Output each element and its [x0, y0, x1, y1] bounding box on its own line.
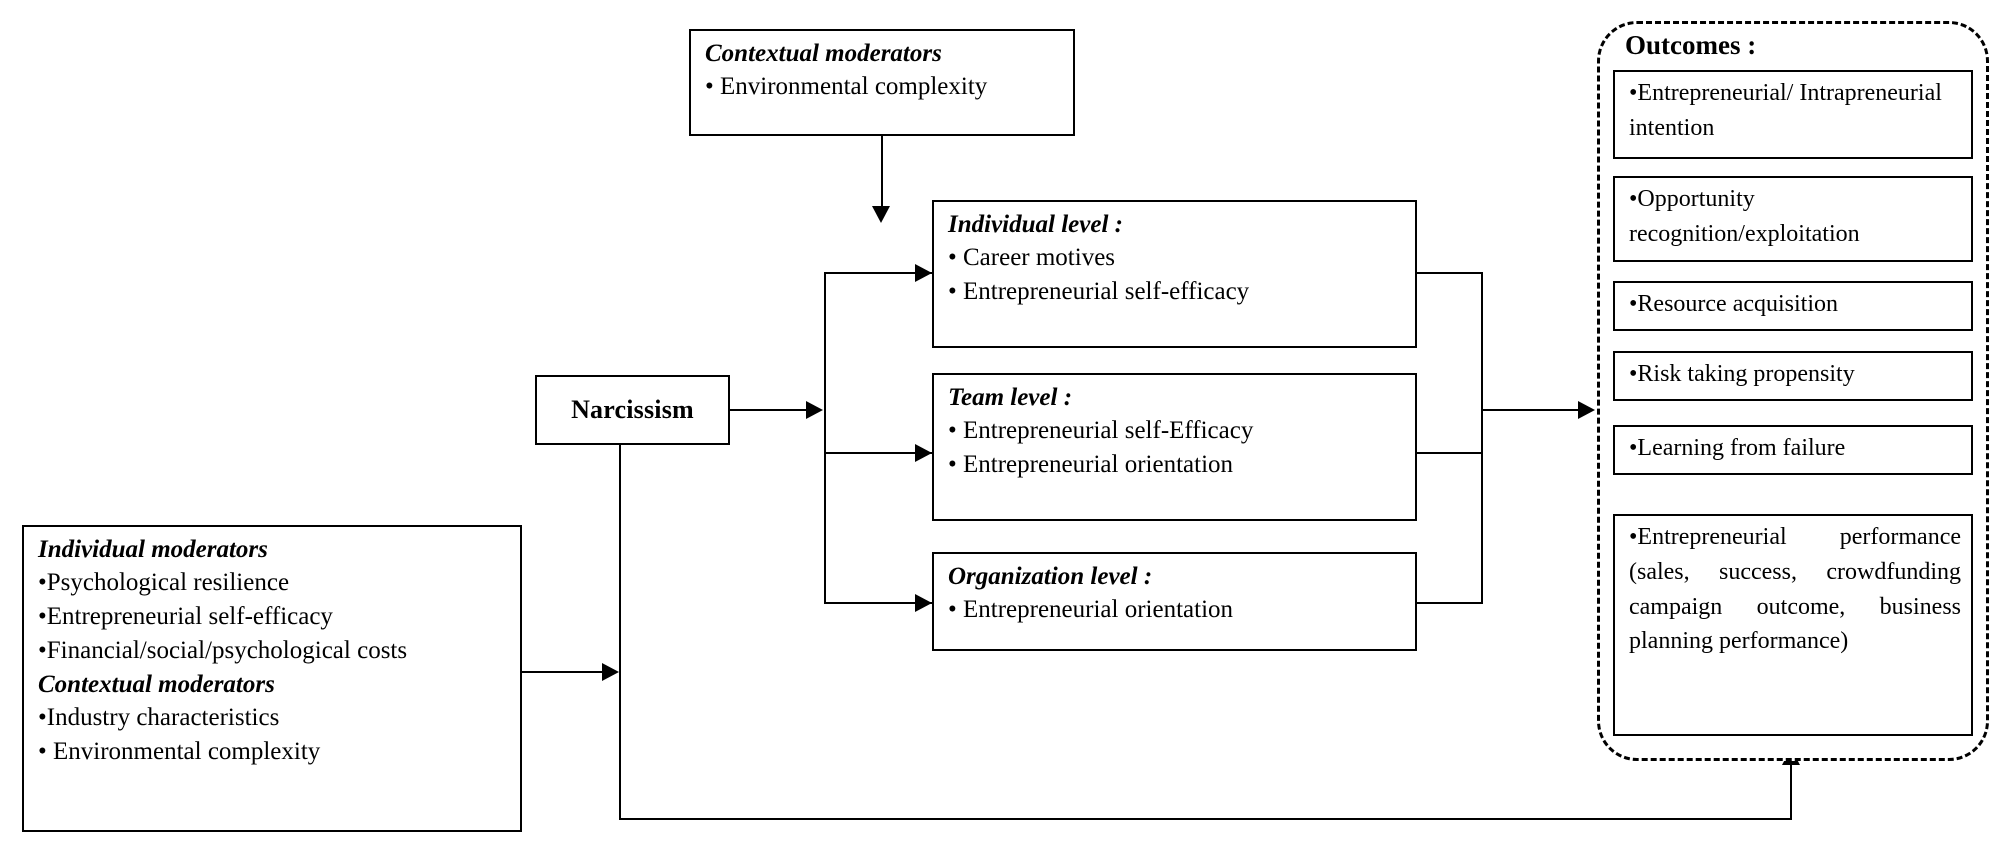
arrowhead-contextual-to-individual [872, 206, 890, 223]
connector-individual-to-merge [1417, 272, 1483, 274]
contextual-moderators-top-heading: Contextual moderators [705, 40, 942, 67]
connector-merge-bus [1481, 272, 1483, 604]
outcome-box-risk-taking-propensity: •Risk taking propensity [1613, 351, 1973, 401]
outcome-box-opportunity-recognition: •Opportunity recognition/exploitation [1613, 176, 1973, 262]
outcome-box-entrepreneurial-intention: •Entrepreneurial/ Intrapreneurial intent… [1613, 70, 1973, 159]
arrowhead-moderators-to-narcissism-path [602, 663, 619, 681]
connector-team-to-merge [1417, 452, 1483, 454]
connector-narcissism-down [619, 445, 621, 820]
team-level-heading: Team level : [948, 384, 1073, 411]
individual-moderators-item-0: •Psychological resilience [38, 569, 290, 596]
connector-bottom-feedback-horizontal [619, 818, 1792, 820]
team-level-item-0: • Entrepreneurial self-Efficacy [948, 417, 1254, 444]
outcome-box-entrepreneurial-performance: •Entrepreneurial performance (sales, suc… [1613, 514, 1973, 736]
narcissism-label: Narcissism [571, 395, 694, 424]
individual-moderators-item-1: •Entrepreneurial self-efficacy [38, 603, 333, 630]
arrowhead-merge-to-outcomes [1578, 401, 1595, 419]
contextual-moderators-top-box: Contextual moderators • Environmental co… [689, 29, 1075, 136]
team-level-item-1: • Entrepreneurial orientation [948, 451, 1234, 478]
connector-organization-to-merge [1417, 602, 1483, 604]
arrowhead-bus-to-individual [915, 264, 932, 282]
contextual-moderators-left-item-1: • Environmental complexity [38, 738, 321, 765]
narcissism-box: Narcissism [535, 375, 730, 445]
connector-level-distribution-bus [824, 272, 826, 604]
arrowhead-bus-to-organization [915, 594, 932, 612]
individual-level-box: Individual level : • Career motives • En… [932, 200, 1417, 348]
individual-level-heading: Individual level : [948, 211, 1123, 238]
individual-moderators-heading: Individual moderators [38, 536, 268, 563]
arrowhead-bus-to-team [915, 444, 932, 462]
connector-narcissism-to-bus [730, 409, 812, 411]
contextual-moderators-left-heading: Contextual moderators [38, 671, 275, 698]
outcomes-title: Outcomes : [1625, 30, 1757, 60]
organization-level-item-0: • Entrepreneurial orientation [948, 596, 1234, 623]
connector-merge-to-outcomes [1481, 409, 1589, 411]
connector-bottom-feedback-up [1790, 762, 1792, 820]
team-level-box: Team level : • Entrepreneurial self-Effi… [932, 373, 1417, 521]
connector-contextual-to-individual-vertical [881, 136, 883, 210]
contextual-moderators-top-item-0: • Environmental complexity [705, 73, 988, 100]
connector-bus-to-organization [824, 602, 934, 604]
connector-moderators-to-narcissism-path [522, 671, 608, 673]
left-moderators-box: Individual moderators •Psychological res… [22, 525, 522, 832]
outcome-box-resource-acquisition: •Resource acquisition [1613, 281, 1973, 331]
connector-bus-to-team [824, 452, 934, 454]
individual-level-item-0: • Career motives [948, 244, 1116, 271]
outcome-box-learning-from-failure: •Learning from failure [1613, 425, 1973, 475]
organization-level-box: Organization level : • Entrepreneurial o… [932, 552, 1417, 651]
individual-level-item-1: • Entrepreneurial self-efficacy [948, 278, 1250, 305]
connector-bus-to-individual [824, 272, 934, 274]
arrowhead-narcissism-to-bus [806, 401, 823, 419]
individual-moderators-item-2: •Financial/social/psychological costs [38, 637, 408, 664]
organization-level-heading: Organization level : [948, 563, 1153, 590]
contextual-moderators-left-item-0: •Industry characteristics [38, 704, 280, 731]
